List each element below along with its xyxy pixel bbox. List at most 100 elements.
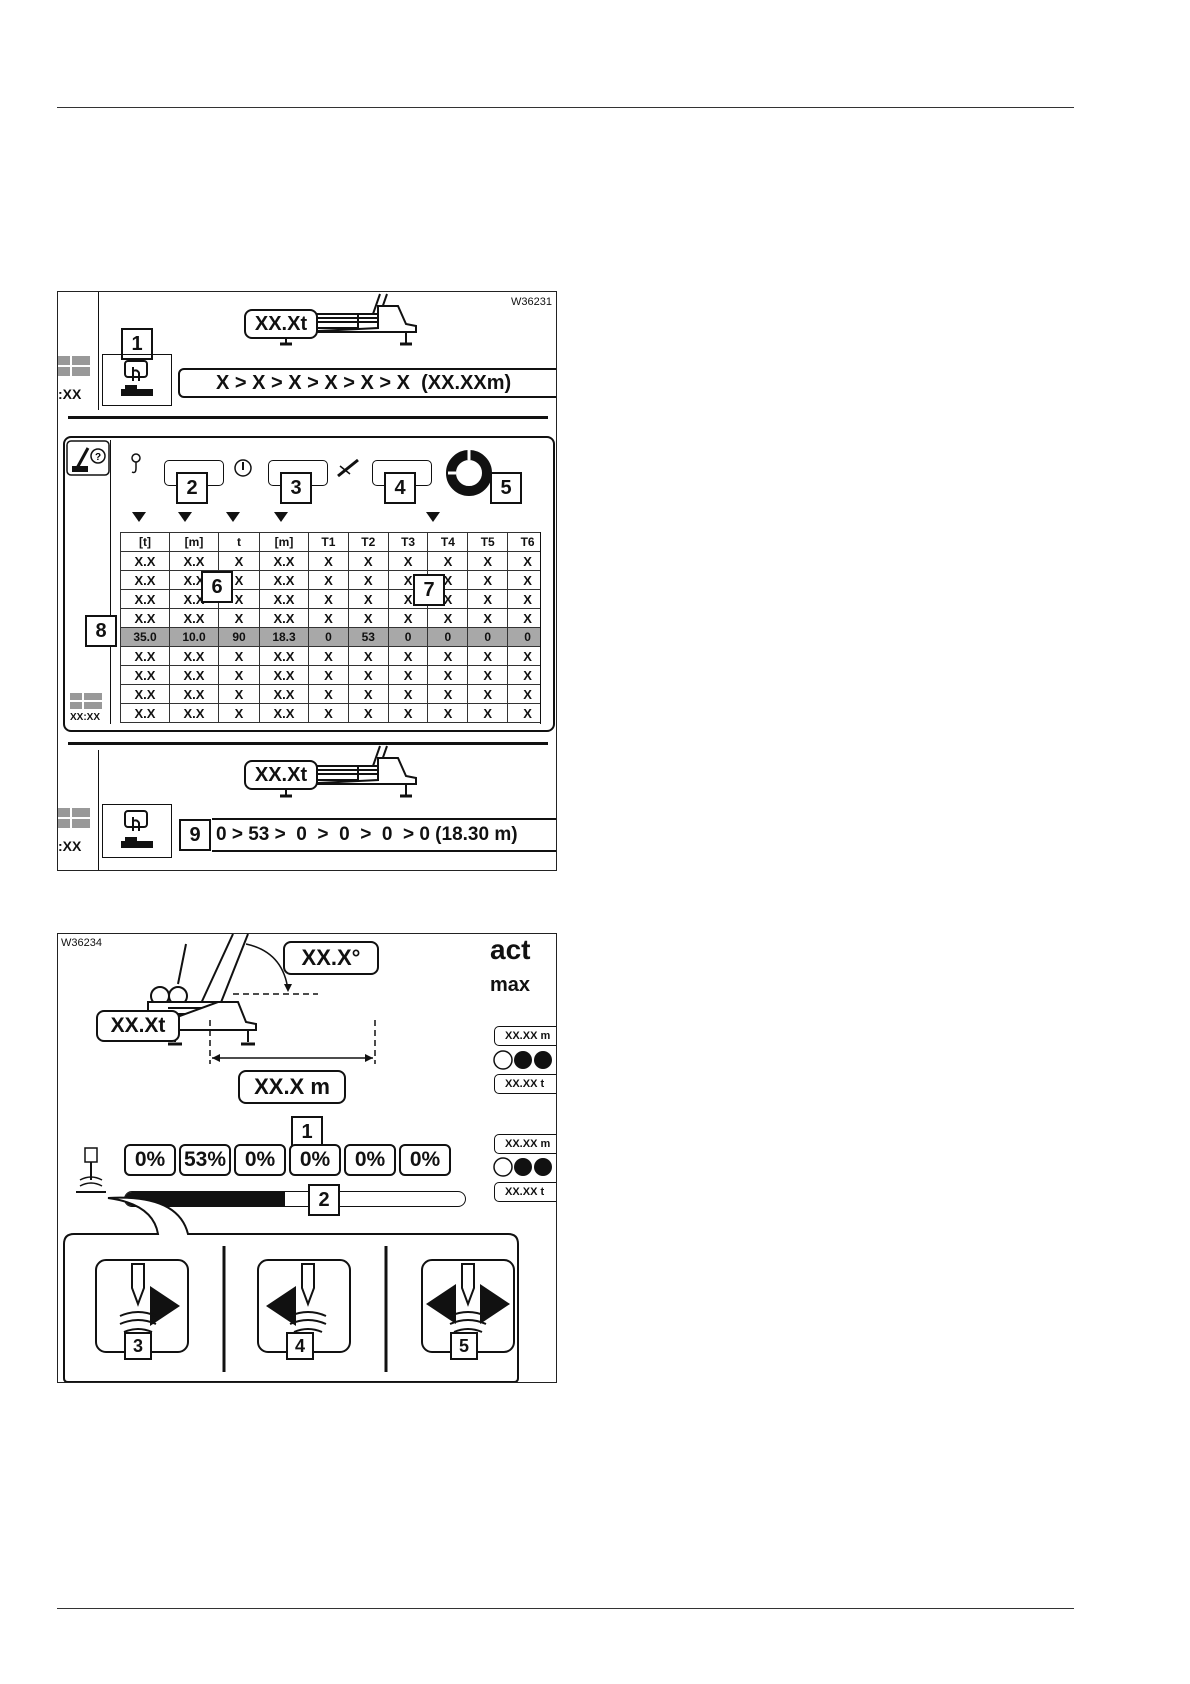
table-cell: X.X: [120, 570, 170, 590]
table-cell: X: [218, 551, 260, 571]
table-sidebar: [68, 440, 111, 724]
svg-text:?: ?: [95, 452, 101, 463]
side-radius-2: XX.XX m: [494, 1134, 556, 1154]
bottom-sequence-field: 0 > 53 > 0 > 0 > 0 > 0 (18.30 m): [212, 818, 556, 852]
figure-w36234: W36234 XX.X° XX.Xt XX.X m act max XX.XX …: [57, 933, 557, 1383]
table-cell: X: [308, 684, 349, 704]
figure-id: W36231: [511, 296, 552, 308]
mode-button-box[interactable]: [102, 354, 172, 406]
table-cell: X: [347, 608, 389, 628]
bottom-weight-badge: XX.Xt: [244, 760, 318, 790]
angle-badge: XX.X°: [283, 941, 379, 975]
help-crane-icon[interactable]: ?: [66, 440, 110, 476]
table-cell: X: [387, 551, 429, 571]
table-cell: X: [308, 589, 349, 609]
top-weight-badge: XX.Xt: [244, 309, 318, 339]
table-cell: 35.0: [120, 627, 170, 647]
col-header-load: [t]: [120, 532, 170, 552]
table-cell: X.X: [169, 665, 219, 685]
callout-8: 8: [85, 615, 117, 647]
table-cell: X: [427, 665, 469, 685]
table-cell: X: [347, 570, 389, 590]
table-cell: X: [218, 684, 260, 704]
callout-2: 2: [176, 472, 208, 504]
callout-4-fig2: 4: [286, 1332, 314, 1360]
table-cell: X: [218, 703, 260, 723]
table-scrollbar[interactable]: [540, 532, 548, 724]
col-header-t4: T4: [427, 532, 469, 552]
percentage-box: 0%: [234, 1144, 286, 1176]
col-header-t3: T3: [387, 532, 429, 552]
callout-3-fig2: 3: [124, 1332, 152, 1360]
col-header-t1: T1: [308, 532, 349, 552]
table-header: [t] [m] t [m] T1 T2 T3 T4 T5 T6: [120, 532, 548, 552]
table-cell: 0: [387, 627, 429, 647]
table-cell: X: [218, 646, 260, 666]
progress-fill: [125, 1192, 285, 1206]
header-rule: [57, 107, 1074, 108]
counterweight-icon-bottom: [58, 808, 90, 828]
table-cell: X: [308, 570, 349, 590]
table-cell: X: [308, 665, 349, 685]
column-marker-arrows: [132, 512, 440, 522]
callout-1-fig2: 1: [291, 1116, 323, 1148]
callout-5: 5: [490, 472, 522, 504]
side-load-1: XX.XX t: [494, 1074, 556, 1094]
callout-7: 7: [413, 574, 445, 606]
joystick-right-icon: [95, 1259, 189, 1353]
table-cell: X.X: [120, 551, 170, 571]
table-cell: X.X: [169, 551, 219, 571]
mode-button-box-bottom[interactable]: [102, 804, 172, 858]
table-cell: X: [308, 608, 349, 628]
percentage-box: 0%: [399, 1144, 451, 1176]
table-cell: X: [387, 665, 429, 685]
table-cell: X: [347, 551, 389, 571]
table-cell: 90: [218, 627, 260, 647]
table-cell: X: [467, 589, 509, 609]
joystick-icon: [76, 1147, 106, 1193]
bottom-sequence-text: 0 > 53 > 0 > 0 > 0 > 0 (18.30 m): [216, 824, 518, 845]
table-cell: X.X: [259, 608, 309, 628]
table-cell: X: [427, 551, 469, 571]
touch-icon-bottom: [121, 810, 153, 848]
table-cell: 10.0: [169, 627, 219, 647]
radius-icon: [234, 459, 252, 477]
col-header-counterweight: t: [218, 532, 260, 552]
boom-length-icon: [337, 458, 359, 478]
side-load-2: XX.XX t: [494, 1182, 556, 1202]
hook-icon: [131, 453, 141, 474]
percentage-box: 0%: [289, 1144, 341, 1176]
table-cell: X: [427, 646, 469, 666]
counterweight-icon: [58, 356, 90, 376]
table-cell: X: [218, 608, 260, 628]
table-cell: X: [347, 684, 389, 704]
callout-2-fig2: 2: [308, 1184, 340, 1216]
table-cell: 0: [427, 627, 469, 647]
callout-3: 3: [280, 472, 312, 504]
table-cell: X: [347, 589, 389, 609]
section-divider-2: [68, 742, 548, 745]
slew-ring-icon[interactable]: [444, 448, 494, 498]
section-divider-1: [68, 416, 548, 419]
table-cell: 53: [347, 627, 389, 647]
table-cell: X: [387, 703, 429, 723]
table-cell: 0: [308, 627, 349, 647]
col-header-radius: [m]: [169, 532, 219, 552]
top-sequence-field: X > X > X > X > X > X (XX.XXm): [178, 368, 556, 398]
table-cell: X: [467, 570, 509, 590]
table-time-label: XX:XX: [70, 712, 101, 723]
bottom-time-label: :XX: [58, 838, 82, 854]
percentage-box: 0%: [124, 1144, 176, 1176]
top-time-label: :XX: [58, 386, 82, 402]
winch-indicator-1: [493, 1050, 552, 1070]
table-cell: X.X: [169, 608, 219, 628]
